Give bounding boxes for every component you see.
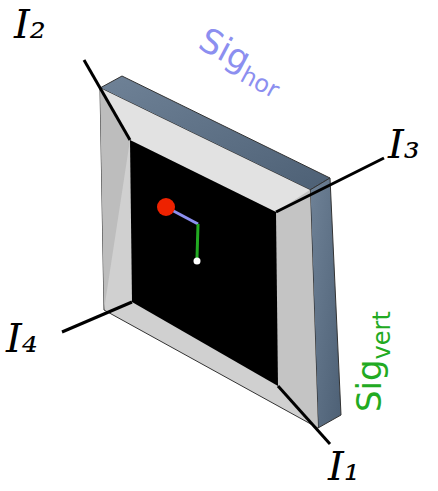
front-face xyxy=(100,88,318,428)
lead-i4 xyxy=(62,302,132,332)
current-label: I₃ xyxy=(388,124,420,164)
signal-label: Sigvert xyxy=(352,311,386,412)
lead-i2 xyxy=(84,60,130,140)
center-dot xyxy=(194,258,201,265)
signal-name: Sig xyxy=(349,359,389,412)
current-label: I₁ xyxy=(328,446,360,486)
beam-spot xyxy=(157,198,175,216)
signal-subscript: vert xyxy=(368,311,396,359)
bevel-left xyxy=(100,88,130,310)
current-label: I₄ xyxy=(6,318,38,358)
signal-label: Sighor xyxy=(194,22,292,95)
detector xyxy=(130,140,278,386)
lead-i1 xyxy=(278,386,330,444)
vertical-offset xyxy=(197,224,198,258)
current-label: I₂ xyxy=(14,4,46,44)
lead-i3 xyxy=(276,158,384,212)
